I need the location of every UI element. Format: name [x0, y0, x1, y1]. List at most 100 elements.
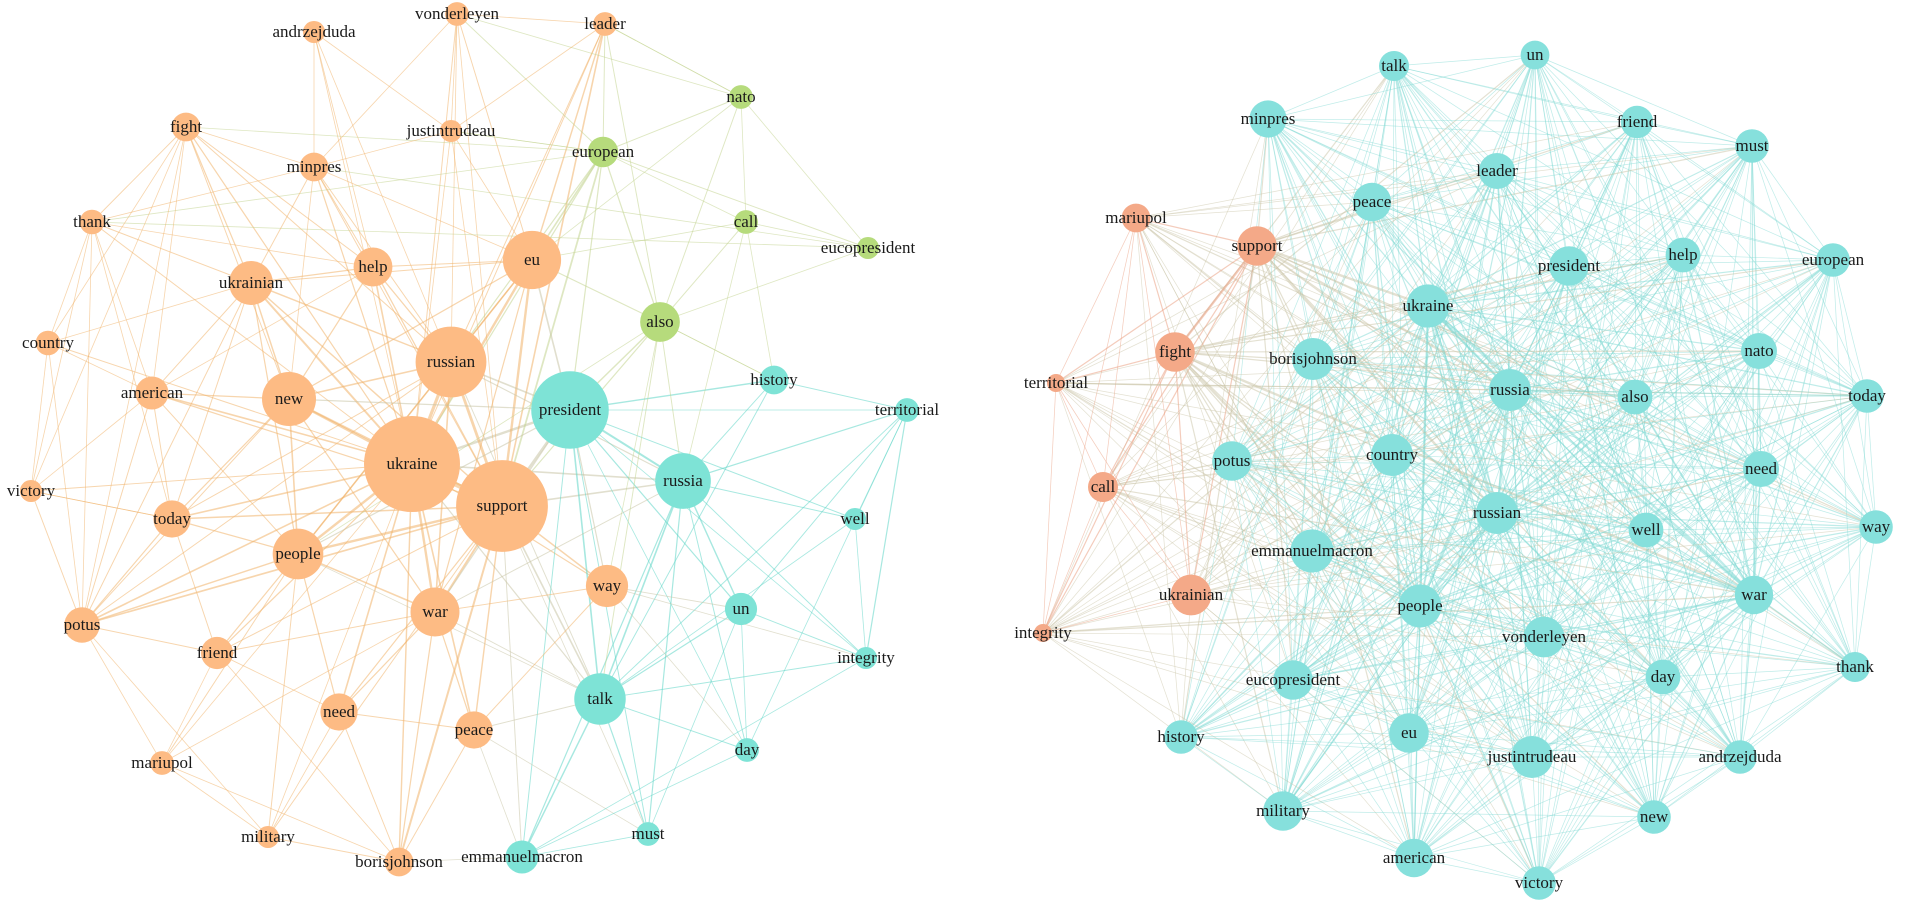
- node-un[interactable]: un: [724, 592, 758, 626]
- node-circle-also[interactable]: [640, 302, 680, 342]
- node-nato[interactable]: nato: [1741, 333, 1777, 369]
- node-circle-territorial[interactable]: [895, 398, 919, 422]
- node-minpres[interactable]: minpres: [287, 152, 342, 182]
- node-circle-need[interactable]: [1743, 451, 1779, 487]
- node-circle-american[interactable]: [1394, 838, 1434, 878]
- node-eu[interactable]: eu: [1389, 713, 1429, 753]
- node-circle-must[interactable]: [636, 822, 660, 846]
- node-borisjohnson[interactable]: borisjohnson: [355, 847, 443, 877]
- node-well[interactable]: well: [840, 507, 870, 531]
- node-circle-military[interactable]: [1263, 791, 1303, 831]
- node-circle-ukrainian[interactable]: [1170, 574, 1212, 616]
- node-russian[interactable]: russian: [415, 326, 487, 398]
- node-circle-history[interactable]: [759, 365, 789, 395]
- node-circle-leader[interactable]: [1479, 153, 1515, 189]
- node-help[interactable]: help: [1665, 237, 1701, 273]
- node-circle-friend[interactable]: [1620, 105, 1654, 139]
- node-circle-peace[interactable]: [1352, 182, 1392, 222]
- node-circle-day[interactable]: [735, 738, 759, 762]
- node-circle-vonderleyen[interactable]: [445, 2, 469, 26]
- node-call[interactable]: call: [734, 210, 759, 234]
- node-circle-andrzejduda[interactable]: [302, 20, 326, 44]
- node-circle-un[interactable]: [724, 592, 758, 626]
- node-president[interactable]: president: [531, 371, 609, 449]
- node-circle-day[interactable]: [1645, 659, 1681, 695]
- node-circle-friend[interactable]: [200, 636, 234, 670]
- node-must[interactable]: must: [1735, 129, 1769, 163]
- node-talk[interactable]: talk: [574, 673, 626, 725]
- node-circle-leader[interactable]: [593, 12, 617, 36]
- node-circle-ukrainian[interactable]: [229, 261, 273, 305]
- node-circle-president[interactable]: [531, 371, 609, 449]
- node-circle-help[interactable]: [353, 247, 393, 287]
- node-circle-thank[interactable]: [79, 209, 105, 235]
- node-also[interactable]: also: [1617, 379, 1653, 415]
- node-circle-justintrudeau[interactable]: [1511, 736, 1553, 778]
- node-circle-new[interactable]: [1637, 800, 1671, 834]
- node-circle-potus[interactable]: [64, 607, 100, 643]
- node-circle-must[interactable]: [1735, 129, 1769, 163]
- node-circle-country[interactable]: [35, 330, 61, 356]
- node-ukraine[interactable]: ukraine: [364, 416, 460, 512]
- node-circle-thank[interactable]: [1840, 652, 1870, 682]
- node-circle-ukraine[interactable]: [364, 416, 460, 512]
- node-circle-vonderleyen[interactable]: [1523, 616, 1565, 658]
- node-new[interactable]: new: [262, 372, 316, 426]
- node-un[interactable]: un: [1520, 40, 1550, 70]
- node-circle-peace[interactable]: [455, 711, 493, 749]
- node-potus[interactable]: potus: [1212, 441, 1252, 481]
- node-circle-american[interactable]: [135, 376, 169, 410]
- node-circle-victory[interactable]: [1522, 866, 1556, 900]
- node-circle-people[interactable]: [272, 528, 324, 580]
- node-circle-way[interactable]: [585, 564, 629, 608]
- node-circle-eu[interactable]: [502, 230, 562, 290]
- node-circle-borisjohnson[interactable]: [1292, 338, 1334, 380]
- node-circle-borisjohnson[interactable]: [384, 847, 414, 877]
- node-fight[interactable]: fight: [1155, 332, 1195, 372]
- node-circle-well[interactable]: [843, 507, 867, 531]
- node-circle-andrzejduda[interactable]: [1723, 740, 1757, 774]
- node-circle-emmanuelmacron[interactable]: [1290, 529, 1334, 573]
- node-justintrudeau[interactable]: justintrudeau: [406, 119, 496, 143]
- node-circle-today[interactable]: [153, 500, 191, 538]
- node-circle-russian[interactable]: [1476, 492, 1518, 534]
- node-circle-minpres[interactable]: [299, 152, 329, 182]
- node-russia[interactable]: russia: [655, 453, 711, 509]
- node-potus[interactable]: potus: [64, 607, 101, 643]
- node-day[interactable]: day: [735, 738, 760, 762]
- node-war[interactable]: war: [410, 587, 460, 637]
- node-thank[interactable]: thank: [73, 209, 111, 235]
- node-eu[interactable]: eu: [502, 230, 562, 290]
- node-circle-integrity[interactable]: [854, 646, 878, 670]
- node-circle-well[interactable]: [1628, 512, 1664, 548]
- node-circle-nato[interactable]: [1741, 333, 1777, 369]
- node-circle-military[interactable]: [256, 825, 280, 849]
- node-circle-un[interactable]: [1520, 40, 1550, 70]
- node-circle-talk[interactable]: [1379, 51, 1409, 81]
- node-circle-russia[interactable]: [655, 453, 711, 509]
- node-circle-help[interactable]: [1665, 237, 1701, 273]
- node-victory[interactable]: victory: [7, 479, 56, 503]
- node-circle-victory[interactable]: [19, 479, 43, 503]
- node-mariupol[interactable]: mariupol: [131, 751, 193, 775]
- node-friend[interactable]: friend: [197, 636, 238, 670]
- node-circle-eucopresident[interactable]: [856, 236, 880, 260]
- node-circle-history[interactable]: [1164, 720, 1198, 754]
- node-today[interactable]: today: [153, 500, 191, 538]
- node-circle-people[interactable]: [1398, 584, 1442, 628]
- node-history[interactable]: history: [750, 365, 798, 395]
- node-also[interactable]: also: [640, 302, 680, 342]
- node-talk[interactable]: talk: [1379, 51, 1409, 81]
- node-way[interactable]: way: [1859, 510, 1893, 544]
- node-day[interactable]: day: [1645, 659, 1681, 695]
- node-circle-war[interactable]: [410, 587, 460, 637]
- node-circle-fight[interactable]: [171, 112, 201, 142]
- node-circle-integrity[interactable]: [1034, 624, 1052, 642]
- node-circle-minpres[interactable]: [1249, 100, 1287, 138]
- node-leader[interactable]: leader: [1476, 153, 1518, 189]
- node-circle-eucopresident[interactable]: [1273, 660, 1313, 700]
- node-circle-new[interactable]: [262, 372, 316, 426]
- node-circle-european[interactable]: [587, 136, 619, 168]
- node-circle-nato[interactable]: [729, 85, 753, 109]
- node-circle-fight[interactable]: [1155, 332, 1195, 372]
